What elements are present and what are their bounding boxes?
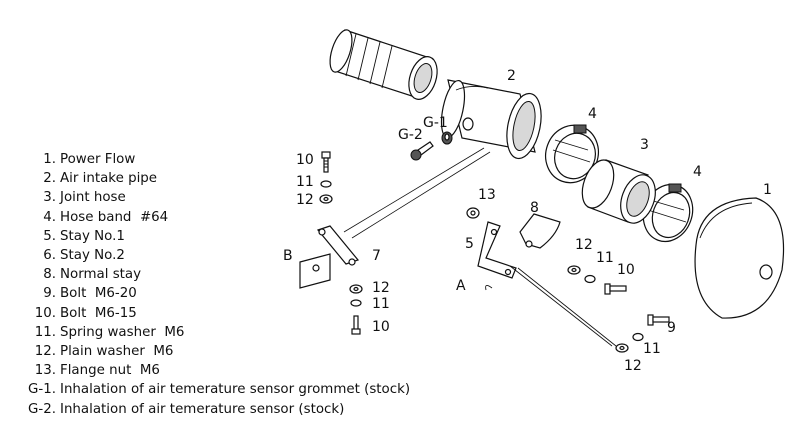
legend-row: 5.Stay No.1 [43,228,125,244]
callout-b: B [283,248,293,264]
filter-intake-bellows [329,29,438,100]
legend-row: 10.Bolt M6-15 [34,305,137,321]
normal-stay [519,213,561,249]
flange-nut [466,207,480,219]
legend-row: 2.Air intake pipe [43,171,158,187]
legend-row: 12.Plain washer M6 [34,344,174,360]
callout-4-upper: 4 [588,106,597,122]
callout-13: 13 [478,187,496,203]
bolt-stack-middle [567,265,627,295]
legend-row: 11.Spring washer M6 [34,324,185,340]
callout-1: 1 [763,182,772,198]
legend-row: G-1.Inhalation of air temerature sensor … [28,382,411,398]
legend-row: 8.Normal stay [43,267,142,283]
callout-2: 2 [507,68,516,84]
hose-band-lower [642,183,694,243]
callout-11-middle: 11 [596,250,614,266]
air-intake-pipe [440,79,542,160]
air-temp-sensor [410,141,434,161]
callout-g1: G-1 [423,115,448,131]
leader-lines [343,147,617,347]
callout-12-lower: 12 [372,280,390,296]
legend-row: 1.Power Flow [43,152,136,167]
legend-row: 3.Joint hose [43,190,126,206]
callout-4-lower: 4 [693,164,702,180]
callout-g2: G-2 [398,127,423,143]
hose-band-upper [545,124,599,184]
bolt-stack-upper-left [319,151,333,204]
callout-10-lower: 10 [372,319,390,335]
joint-hose [581,159,656,224]
callout-12-right: 12 [624,358,642,374]
callout-12-middle: 12 [575,237,593,253]
callout-11-lower: 11 [372,296,390,312]
stay-bracket-b [299,225,360,289]
legend-row: 13.Flange nut M6 [34,363,160,379]
stay-no1 [477,221,517,279]
bolt-stack-right [615,314,670,353]
callout-5: 5 [465,236,474,252]
callout-8: 8 [530,200,539,216]
legend-row: 6.Stay No.2 [43,248,125,264]
sensor-grommet [441,131,453,145]
callout-10-middle: 10 [617,262,635,278]
power-flow-filter [694,197,785,319]
callout-10-upper: 10 [296,152,314,168]
legend-row: 4.Hose band #64 [43,209,169,225]
callout-7: 7 [372,248,381,264]
callout-9: 9 [667,320,676,336]
bolt-stack-lower-left [349,284,363,335]
legend-row: 9.Bolt M6-20 [43,286,137,302]
callout-11-upper: 11 [296,174,314,190]
parts-legend: 1.Power Flow 2.Air intake pipe 3.Joint h… [0,150,420,419]
callout-12-upper: 12 [296,192,314,208]
callout-a: A [456,278,466,294]
callout-11-right: 11 [643,341,661,357]
clip-a [485,285,493,291]
callout-3: 3 [640,137,649,153]
legend-row: G-2.Inhalation of air temerature sensor … [28,401,345,417]
